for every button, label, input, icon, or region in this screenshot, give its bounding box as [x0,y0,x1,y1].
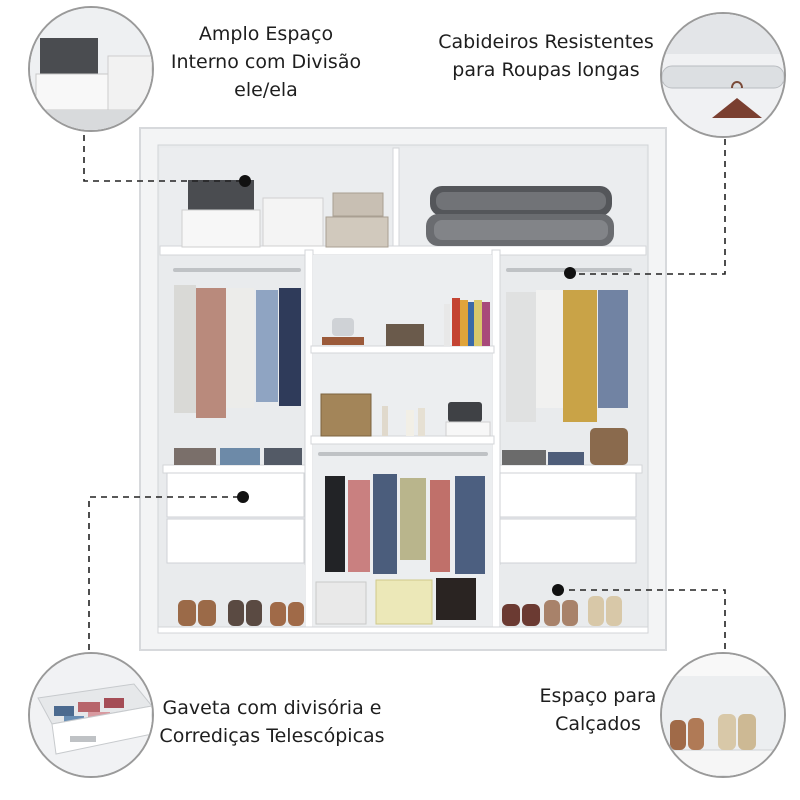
leader-bottom-left [88,496,243,650]
drawer-divider-icon [30,654,152,776]
detail-circle-bottom-left [28,652,154,778]
clothes-right [506,290,628,422]
callout-top-right-line-1: Cabideiros Resistentes [438,31,654,53]
marker-dot-bottom-right [552,584,564,596]
callout-bottom-right-line-2: Calçados [555,713,641,735]
callout-top-right-line-2: para Roupas longas [452,59,640,81]
middle-shelf-2 [310,435,495,445]
middle-shelf-1 [310,345,495,354]
callout-top-left-line-2: Interno com Divisão [170,51,362,73]
callout-bottom-left-line-1: Gaveta com divisória e [162,697,382,719]
leader-top-right [570,128,726,275]
callout-top-right: Cabideiros Resistentes para Roupas longa… [424,28,668,84]
bottom-shelf [157,626,649,634]
marker-dot-top-right [564,267,576,279]
drawer-left-1 [166,472,305,518]
callout-bottom-left: Gaveta com divisória e Corrediças Telesc… [150,694,394,750]
drawer-left-2 [166,518,305,564]
hanger-rod-icon [662,14,784,136]
right-drawer-top [499,464,643,474]
pillows [426,186,614,246]
callout-top-left: Amplo Espaço Interno com Divisão ele/ela [158,20,374,104]
clothes-middle [325,474,485,574]
drawer-right-2 [499,518,637,564]
clothes-left [174,285,301,418]
leader-bottom-right [558,589,726,652]
marker-dot-top-left [239,175,251,187]
storage-boxes-icon [30,8,152,130]
detail-circle-bottom-right [660,652,786,778]
middle-items [320,298,491,437]
callout-bottom-right-line-1: Espaço para [539,685,657,707]
detail-circle-top-left [28,6,154,132]
leader-top-left [83,124,245,182]
leader-lines [83,124,726,652]
top-divider [392,147,400,251]
detail-circle-top-right [660,12,786,138]
callout-bottom-left-line-2: Corrediças Telescópicas [159,725,385,747]
callout-top-left-line-1: Amplo Espaço [198,23,334,45]
callout-top-left-line-3: ele/ela [234,79,298,101]
hanging-rod-middle [318,452,488,456]
folded-clothes [174,428,628,465]
marker-dot-bottom-left [237,491,249,503]
shoes-icon [662,654,784,776]
shoes [178,596,622,626]
drawer-right-1 [499,472,637,518]
left-drawer-top [162,464,306,474]
bottom-middle-items [315,578,476,625]
hanging-rod-left [173,268,301,272]
storage-boxes [181,180,389,248]
callout-bottom-right: Espaço para Calçados [530,682,666,738]
